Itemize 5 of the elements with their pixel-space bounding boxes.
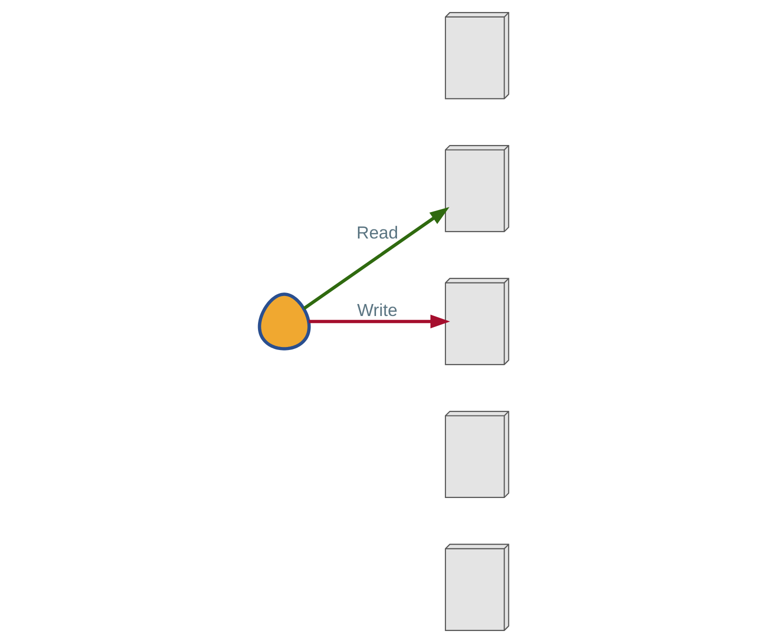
edge-label: Write bbox=[357, 300, 398, 320]
edge-label: Read bbox=[356, 222, 398, 242]
node-person bbox=[258, 292, 311, 350]
arrow bbox=[303, 207, 450, 310]
arrow bbox=[308, 314, 450, 328]
